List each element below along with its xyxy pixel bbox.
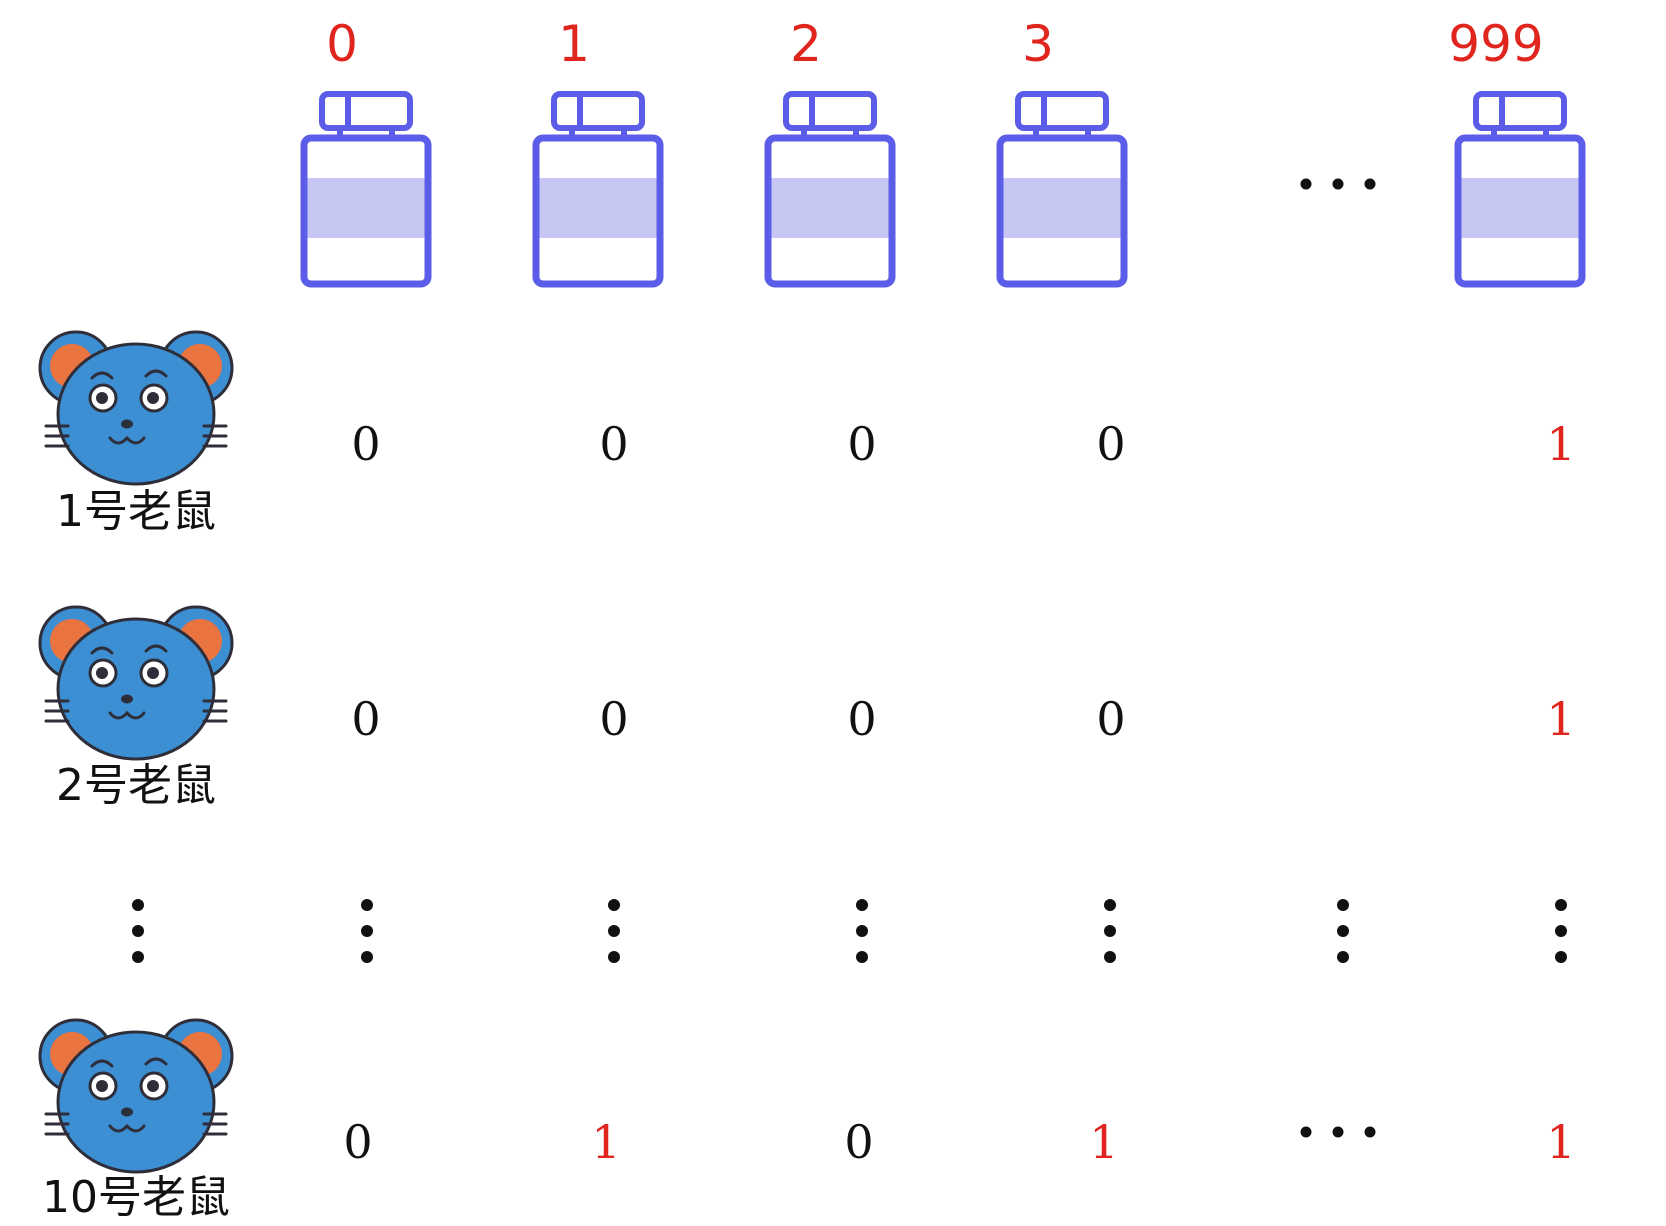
medicine-bottle-icon — [996, 91, 1128, 288]
bottle-label-3: 3 — [1022, 15, 1054, 73]
horizontal-ellipsis — [1300, 178, 1376, 190]
cell-mouse1-bottle999: 1 — [1546, 417, 1576, 471]
cell-mouse10-bottle0: 0 — [343, 1115, 373, 1169]
cell-mouse1-bottle2: 0 — [847, 417, 877, 471]
cell-mouse10-bottle999: 1 — [1546, 1115, 1576, 1169]
vertical-ellipsis — [608, 899, 620, 963]
bottle-label-1: 1 — [558, 15, 590, 73]
cell-mouse2-bottle0: 0 — [351, 692, 381, 746]
cell-mouse2-bottle999: 1 — [1546, 692, 1576, 746]
cell-mouse10-bottle2: 0 — [844, 1115, 874, 1169]
vertical-ellipsis — [132, 899, 144, 963]
mouse-label-10: 10号老鼠 — [42, 1172, 230, 1223]
cell-mouse10-bottle1: 1 — [591, 1115, 621, 1169]
bottle-label-0: 0 — [326, 15, 358, 73]
mouse-face-icon — [38, 605, 234, 761]
cell-mouse10-bottle3: 1 — [1089, 1115, 1119, 1169]
vertical-ellipsis — [1555, 899, 1567, 963]
cell-mouse2-bottle1: 0 — [599, 692, 629, 746]
horizontal-ellipsis — [1300, 1126, 1376, 1138]
vertical-ellipsis — [856, 899, 868, 963]
cell-mouse1-bottle0: 0 — [351, 417, 381, 471]
mouse-label-2: 2号老鼠 — [56, 760, 216, 811]
cell-mouse2-bottle3: 0 — [1096, 692, 1126, 746]
cell-mouse2-bottle2: 0 — [847, 692, 877, 746]
cell-mouse1-bottle3: 0 — [1096, 417, 1126, 471]
bottle-label-2: 2 — [790, 15, 822, 73]
medicine-bottle-icon — [764, 91, 896, 288]
vertical-ellipsis — [361, 899, 373, 963]
medicine-bottle-icon — [1454, 91, 1586, 288]
medicine-bottle-icon — [300, 91, 432, 288]
mouse-face-icon — [38, 330, 234, 486]
bottle-label-999: 999 — [1448, 15, 1544, 73]
vertical-ellipsis — [1337, 899, 1349, 963]
medicine-bottle-icon — [532, 91, 664, 288]
mouse-label-1: 1号老鼠 — [56, 486, 216, 537]
mouse-face-icon — [38, 1018, 234, 1174]
vertical-ellipsis — [1104, 899, 1116, 963]
cell-mouse1-bottle1: 0 — [599, 417, 629, 471]
